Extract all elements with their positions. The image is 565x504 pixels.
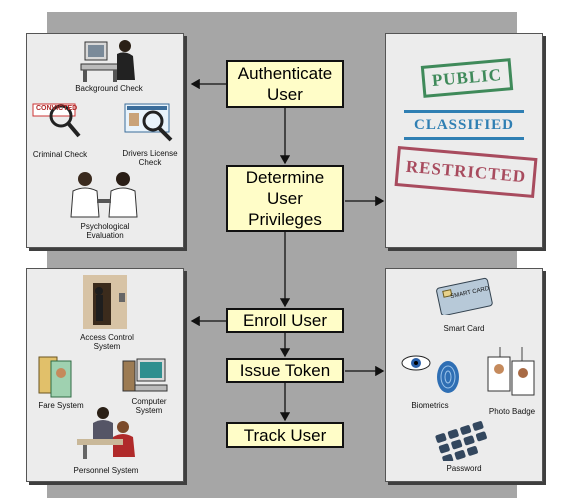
stamp-restricted: RESTRICTED (394, 145, 538, 199)
panel-privilege-levels: PUBLIC CLASSIFIED RESTRICTED (385, 33, 543, 248)
label-access-control-system: Access Control System (80, 333, 134, 351)
step-determine-user-privileges: Determine User Privileges (226, 165, 344, 232)
photo-badge-illustration (487, 347, 535, 396)
label-psychological-evaluation: Psychological Evaluation (80, 222, 130, 240)
stamp-public: PUBLIC (420, 58, 514, 98)
fare-card-illustration (38, 356, 72, 398)
psychological-evaluation-illustration (70, 172, 138, 218)
label-computer-system: Computer System (131, 397, 167, 415)
biometrics-illustration (401, 355, 459, 393)
panel-token-types: SMART CARD Smart Card Biometrics Photo B… (385, 268, 543, 482)
label-drivers-license-check: Drivers License Check (122, 149, 178, 167)
step-issue-token: Issue Token (226, 358, 344, 383)
computer-illustration (122, 358, 168, 392)
panel-enrollment-systems: Access Control System Fare System Comput… (26, 268, 184, 482)
personnel-illustration (77, 407, 135, 459)
drivers-license-illustration (124, 103, 173, 142)
smart-card-illustration (436, 277, 493, 315)
step-enroll-user: Enroll User (226, 308, 344, 333)
label-fare-system: Fare System (38, 401, 84, 410)
background-check-illustration (80, 40, 135, 82)
criminal-stamp-text: CONVICTED (36, 105, 78, 112)
access-control-illustration (83, 275, 127, 329)
step-track-user: Track User (226, 422, 344, 448)
stamp-classified: CLASSIFIED (404, 110, 524, 140)
label-criminal-check: Criminal Check (32, 150, 88, 159)
label-background-check: Background Check (75, 84, 143, 93)
label-password: Password (446, 464, 482, 473)
criminal-check-illustration (32, 103, 81, 138)
password-keypad-illustration (435, 421, 487, 461)
label-personnel-system: Personnel System (73, 466, 139, 475)
step-authenticate-user: Authenticate User (226, 60, 344, 108)
label-photo-badge: Photo Badge (488, 407, 536, 416)
label-biometrics: Biometrics (411, 401, 449, 410)
label-smart-card: Smart Card (443, 324, 485, 333)
panel-authentication-checks: Background Check CONVICTED Criminal Chec… (26, 33, 184, 248)
